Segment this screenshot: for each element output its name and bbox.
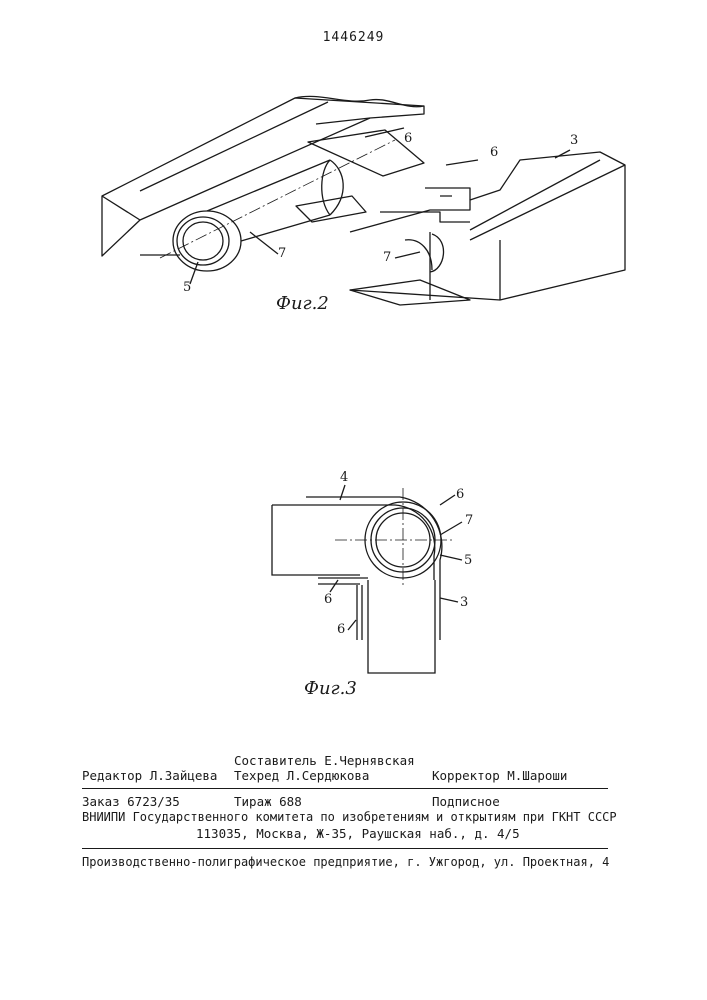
imprint-institute: ВНИИПИ Государственного комитета по изоб… xyxy=(82,810,617,824)
figure-3-drawing xyxy=(0,0,707,720)
fig3-label-5: 5 xyxy=(464,553,472,568)
fig3-label-6c: 6 xyxy=(337,622,345,637)
fig3-caption: Фиг.3 xyxy=(304,678,357,699)
imprint-printer: Производственно-полиграфическое предприя… xyxy=(82,855,609,869)
imprint-rule-bottom xyxy=(82,848,608,849)
imprint-address: 113035, Москва, Ж-35, Раушская наб., д. … xyxy=(196,826,520,841)
fig3-leaf-3 xyxy=(368,580,435,673)
fig3-label-4: 4 xyxy=(340,470,348,485)
fig3-label-6a: 6 xyxy=(456,487,464,502)
imprint-compiler: Составитель Е.Чернявская xyxy=(234,753,415,768)
fig3-label-6b: 6 xyxy=(324,592,332,607)
fig3-label-3: 3 xyxy=(460,595,468,610)
imprint-editor: Редактор Л.Зайцева xyxy=(82,768,217,783)
imprint-techred: Техред Л.Сердюкова xyxy=(234,768,369,783)
imprint-subscription: Подписное xyxy=(432,794,500,809)
fig3-plate-6 xyxy=(400,497,442,580)
imprint-order: Заказ 6723/35 xyxy=(82,794,180,809)
imprint-corrector: Корректор М.Шароши xyxy=(432,768,567,783)
imprint-rule-top xyxy=(82,788,608,789)
fig3-label-7: 7 xyxy=(465,513,473,528)
imprint-circulation: Тираж 688 xyxy=(234,794,302,809)
